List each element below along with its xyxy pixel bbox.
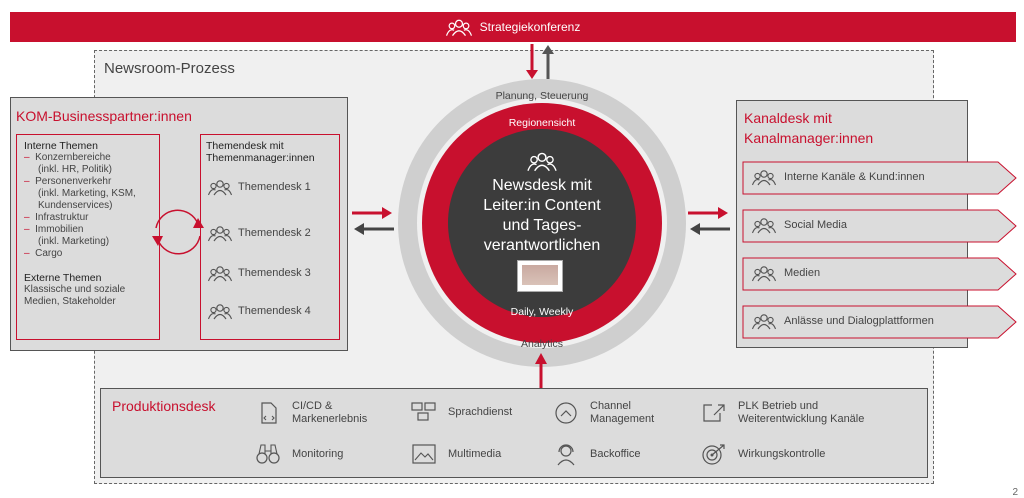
people-icon [208,266,232,282]
prod-label: Backoffice [590,447,641,460]
people-icon [208,226,232,242]
internal-heading: Interne Themen [24,140,98,152]
list-item: – Infrastruktur [24,212,89,223]
headset-icon [557,444,575,466]
building-thumbnail [517,260,563,292]
kom-businesspartner-panel [10,97,348,351]
planning-label: Planung, Steuerung [495,90,589,102]
people-icon [752,170,776,186]
prod-label: Channel [590,400,631,412]
kanal-item: Social Media [752,216,847,234]
produktionsdesk-panel [100,388,928,478]
people-icon [752,314,776,330]
list-item: (inkl. Marketing) [38,236,110,247]
top-arrows [526,44,554,79]
newsdesk-circle [398,79,686,367]
people-icon [208,180,232,196]
list-item: (inkl. HR, Politik) [38,164,112,175]
kanaldesk-title-line: Kanaldesk mit [744,110,832,126]
kanal-item: Interne Kanäle & Kund:innen [752,168,925,186]
chevron-circle-icon [555,402,577,424]
list-item: – Immobilien [24,224,84,235]
kanal-label: Interne Kanäle & Kund:innen [784,171,925,183]
kanal-item: Anlässe und Dialogplattformen [752,312,934,330]
newsroom-label: Newsroom-Prozess [104,60,235,77]
themendesk-label: Themendesk 2 [238,227,311,239]
internal-topics: Interne Themen – Konzernbereiche (inkl. … [24,140,156,308]
kanal-label: Anlässe und Dialogplattformen [784,315,934,327]
left-arrows [352,207,394,235]
prod-label: Markenerlebnis [292,413,368,425]
prod-label: Wirkungskontrolle [738,447,826,460]
people-icon [445,19,472,37]
newsdesk-text: Newsdesk mit Leiter:in Content und Tages… [454,176,630,256]
newsdesk-line: Newsdesk mit [492,177,592,194]
list-item: (inkl. Marketing, KSM, [38,188,136,199]
newsdesk-line: und Tages- [502,217,582,234]
kanal-item: Medien [752,264,820,282]
themendesk-label: Themendesk 1 [238,181,311,193]
themendesk-item: Themendesk 4 [208,302,311,320]
themendesk-label: Themendesk 4 [238,305,311,317]
analytics-label: Analytics [520,338,563,350]
kanaldesk-title: Kanaldesk mit Kanalmanager:innen [744,108,873,148]
kanaldesk-title-line: Kanalmanager:innen [744,130,874,146]
list-item: – Personenverkehr [24,176,112,187]
prod-label: PLK Betrieb und [738,400,819,412]
prod-label: CI/CD & [292,400,333,412]
themendesk-heading-line: Themenmanager:innen [206,152,315,164]
target-icon [702,444,725,465]
produktionsdesk-title: Produktionsdesk [112,398,216,414]
page-number: 2 [1012,487,1018,498]
newsdesk-line: verantwortlichen [483,237,601,254]
list-item: Kundenservices) [38,200,113,211]
prod-item: CI/CD &Markenerlebnis [254,400,367,426]
people-icon [752,266,776,282]
prod-label: Monitoring [292,447,344,460]
themendesk-item: Themendesk 2 [208,224,311,242]
external-line: Klassische und soziale [24,284,126,295]
document-code-icon [261,402,277,424]
list-item: – Cargo [24,248,63,259]
kanal-chevrons [742,161,1017,339]
daily-weekly-label: Daily, Weekly [510,306,574,318]
people-icon [527,152,557,172]
strategiekonferenz-bar: Strategiekonferenz [10,12,1016,42]
analytics-arrow [535,353,547,388]
strategiekonferenz-title: Strategiekonferenz [479,20,581,34]
prod-item: Wirkungskontrolle [700,442,825,466]
prod-item: Sprachdienst [410,400,512,424]
external-heading: Externe Themen [24,272,102,284]
binoculars-icon [256,444,280,464]
right-arrows [688,207,730,235]
regionensicht-label: Regionensicht [508,117,576,129]
themendesk-item: Themendesk 3 [208,264,311,282]
list-item: – Konzernbereiche [24,152,111,163]
external-link-icon [703,404,725,422]
cycle-arrows-icon [152,209,204,255]
themendesk-heading: Themendesk mit Themenmanager:innen [206,140,336,164]
image-icon [412,444,436,464]
speech-bubbles-icon [411,402,436,421]
prod-label: Multimedia [448,447,502,460]
prod-item: Backoffice [552,442,641,466]
themendesk-item: Themendesk 1 [208,178,311,196]
kom-title: KOM-Businesspartner:innen [16,108,192,124]
kanal-label: Medien [784,267,821,279]
prod-label: Weiterentwicklung Kanäle [738,413,865,425]
newsdesk-line: Leiter:in Content [483,197,601,214]
prod-label: Sprachdienst [448,405,513,418]
people-icon [208,304,232,320]
kanal-label: Social Media [784,219,847,231]
themendesk-heading-line: Themendesk mit [206,140,284,152]
prod-item: Multimedia [410,442,501,466]
prod-item: Monitoring [254,442,343,466]
themendesk-box [200,134,340,340]
people-icon [752,218,776,234]
prod-label: Management [590,413,655,425]
external-line: Medien, Stakeholder [24,296,116,307]
themendesk-label: Themendesk 3 [238,267,311,279]
